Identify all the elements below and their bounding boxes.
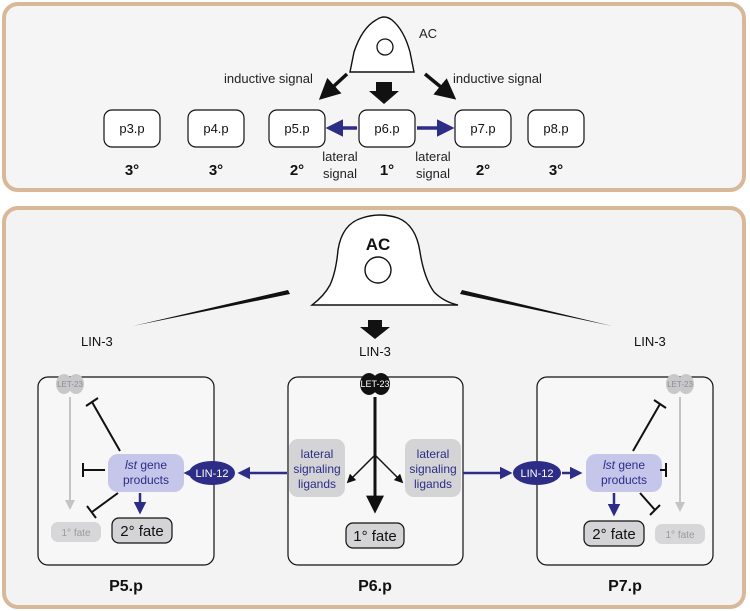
lst-italic-p7p: lst xyxy=(603,458,616,472)
inductive-signal-label-right: inductive signal xyxy=(453,71,542,86)
fate-p5p: 2° xyxy=(290,162,304,179)
inhibit-let23-p5p xyxy=(91,401,121,452)
cell-p6p xyxy=(358,109,416,148)
ligands-box-left xyxy=(289,439,345,497)
fate-p3p: 3° xyxy=(125,162,139,179)
fate-p8p: 3° xyxy=(549,162,563,179)
anchor-cell-label-bottom: AC xyxy=(366,235,391,254)
cell-label-p4p: p4.p xyxy=(203,121,228,136)
let23-receptor-p7p-right xyxy=(678,374,694,394)
inhibit-bar-primary-p7p xyxy=(649,504,661,516)
secondary-fate-box-p7p xyxy=(583,520,645,547)
ligands-box-right xyxy=(405,439,461,497)
primary-fate-box-p7p xyxy=(655,524,705,544)
ligands-right-2: signaling xyxy=(409,462,456,476)
let23-receptor-p7p-left xyxy=(666,374,682,394)
anchor-cell-nucleus-bottom xyxy=(364,256,392,284)
secondary-fate-box-p5p xyxy=(111,517,173,544)
cell-label-bottom-p6p: P6.p xyxy=(358,578,392,595)
inductive-arrow-center xyxy=(369,82,399,104)
let23-label-p7p: LET-23 xyxy=(667,380,693,389)
lst-gene-p7p: gene xyxy=(615,458,645,472)
cell-p3p xyxy=(103,109,161,148)
lin12-label-p5p: LIN-12 xyxy=(195,468,228,480)
lateral-signal-left-2: signal xyxy=(323,166,357,181)
ligands-left-2: signaling xyxy=(293,462,340,476)
branch-arrow-left-p6p xyxy=(346,454,376,484)
fate-p7p: 2° xyxy=(476,162,490,179)
ligands-left-3: ligands xyxy=(298,477,336,491)
primary-fate-label-p7p: 1° fate xyxy=(665,530,694,541)
inductive-arrow-right xyxy=(423,72,457,100)
lst-products-line1-p7p: lst gene xyxy=(603,458,645,472)
lin3-label-right: LIN-3 xyxy=(634,334,666,349)
let23-receptor-p5p-left xyxy=(56,374,72,394)
lin3-arrow-center xyxy=(360,320,390,339)
fate-p6p: 1° xyxy=(380,162,394,179)
ligands-left-1: lateral xyxy=(301,447,334,461)
top-panel: AC inductive signal inductive signal p3.… xyxy=(2,2,746,192)
primary-fate-label-p6p: 1° fate xyxy=(353,528,397,545)
lst-products-line2-p7p: products xyxy=(601,473,647,487)
lin12-receptor-p5p xyxy=(189,461,235,485)
inductive-arrow-left xyxy=(318,72,349,100)
primary-fate-label-p5p: 1° fate xyxy=(61,528,90,539)
secondary-fate-label-p7p: 2° fate xyxy=(592,526,636,543)
branch-arrow-right-p6p xyxy=(374,454,404,484)
lst-italic-p5p: lst xyxy=(125,458,138,472)
lin12-label-p7p: LIN-12 xyxy=(520,468,553,480)
cell-p4p xyxy=(187,109,245,148)
primary-fate-box-p6p xyxy=(345,522,405,549)
cell-label-p7p: p7.p xyxy=(470,121,495,136)
cell-label-bottom-p5p: P5.p xyxy=(109,578,143,595)
lst-products-box-p7p xyxy=(586,454,662,492)
lst-products-line2-p5p: products xyxy=(123,473,169,487)
let23-receptor-p5p-right xyxy=(68,374,84,394)
inductive-signal-label-left: inductive signal xyxy=(224,71,313,86)
let23-label-p5p: LET-23 xyxy=(57,380,83,389)
ligands-right-3: ligands xyxy=(414,477,452,491)
cell-p5p xyxy=(268,109,326,148)
lst-products-line1-p5p: lst gene xyxy=(125,458,167,472)
inhibit-let23-p7p xyxy=(632,403,661,452)
cell-p7p xyxy=(454,109,512,148)
ligands-right-1: lateral xyxy=(417,447,450,461)
inhibit-bar-primary-p5p xyxy=(86,505,97,519)
lin12-receptor-p7p xyxy=(513,461,561,485)
cell-p8p xyxy=(527,109,585,148)
cell-label-p8p: p8.p xyxy=(543,121,568,136)
lst-gene-p5p: gene xyxy=(137,458,167,472)
lin3-label-left: LIN-3 xyxy=(81,334,113,349)
cell-label-p5p: p5.p xyxy=(284,121,309,136)
let23-label-p6p: LET-23 xyxy=(360,379,389,389)
inhibit-bar-let23-p5p xyxy=(85,397,99,407)
lateral-signal-left-1: lateral xyxy=(322,149,358,164)
bottom-panel: AC LIN-3 LIN-3 LIN-3 LET-23 1° fate 2° f… xyxy=(2,206,746,609)
inhibit-primary-p7p xyxy=(639,492,656,511)
inhibit-primary-p5p xyxy=(91,492,119,513)
fate-p4p: 3° xyxy=(209,162,223,179)
lateral-signal-right-2: signal xyxy=(416,166,450,181)
lin3-label-center: LIN-3 xyxy=(359,344,391,359)
lst-products-box-p5p xyxy=(108,454,184,492)
cell-label-p3p: p3.p xyxy=(119,121,144,136)
primary-fate-box-p5p xyxy=(51,522,101,542)
anchor-cell-label-top: AC xyxy=(419,26,437,41)
inhibit-bar-let23-p7p xyxy=(653,399,667,409)
lin3-arrow-right xyxy=(460,290,612,326)
anchor-cell-nucleus-top xyxy=(376,38,394,56)
cell-label-p6p: p6.p xyxy=(374,121,399,136)
lateral-signal-right-1: lateral xyxy=(415,149,451,164)
lin3-arrow-left xyxy=(133,290,290,326)
cell-label-bottom-p7p: P7.p xyxy=(608,578,642,595)
let23-receptor-p6p-right xyxy=(372,373,390,395)
secondary-fate-label-p5p: 2° fate xyxy=(120,523,164,540)
